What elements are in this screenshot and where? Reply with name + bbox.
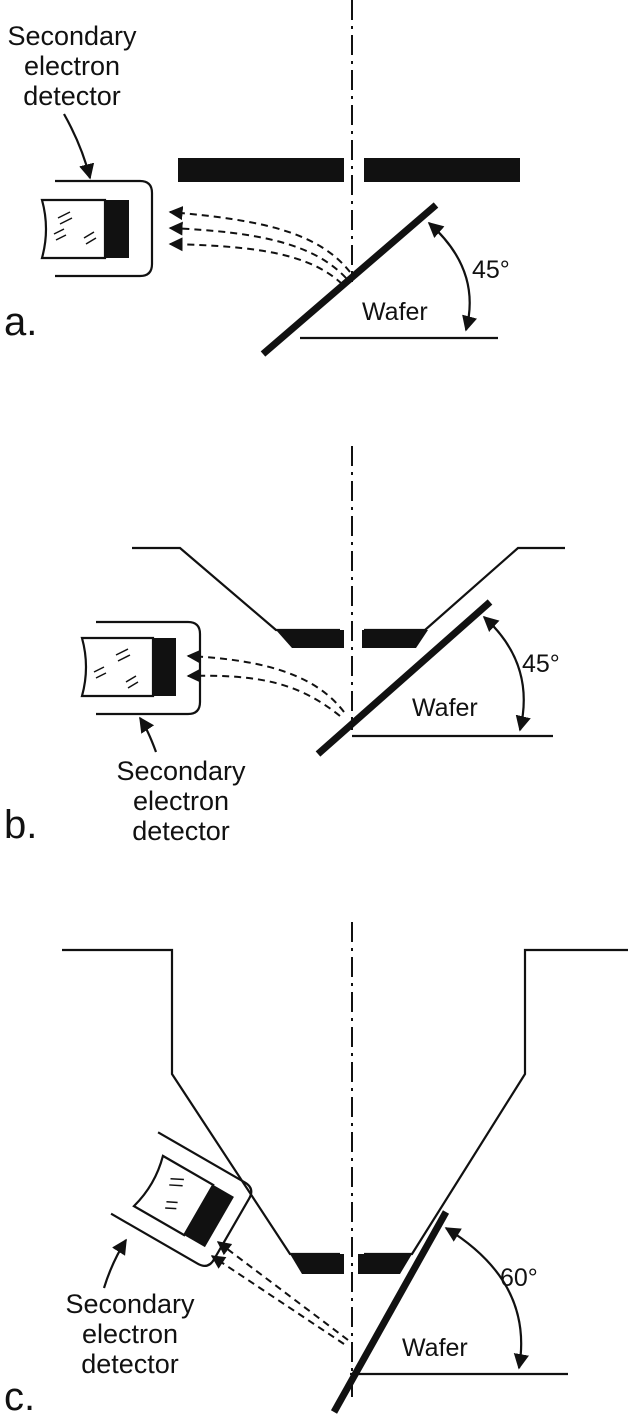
glass-mark — [93, 648, 139, 689]
panel-a: Secondary electron detector a. Wafer 45° — [4, 0, 520, 357]
detector-label-line: detector — [81, 1349, 179, 1379]
wafer-label: Wafer — [402, 1334, 468, 1362]
label-pointer — [102, 1238, 127, 1289]
angle-arc — [482, 615, 531, 732]
label-pointer — [139, 716, 158, 753]
scintillator — [105, 200, 129, 258]
lens-plate-left — [276, 630, 344, 648]
panel-b: Secondary electron detector b. Wafer 45° — [4, 446, 565, 847]
wafer-label: Wafer — [362, 298, 428, 326]
electron-path — [168, 206, 351, 273]
lens-plate-left — [290, 1254, 344, 1274]
angle-label: 45° — [522, 650, 560, 678]
wafer — [260, 202, 439, 357]
detector-label-line: Secondary — [7, 21, 137, 51]
panel-letter: c. — [4, 1375, 35, 1416]
angle-arc — [427, 221, 478, 332]
electron-path — [168, 237, 343, 285]
electron-path — [216, 1241, 349, 1341]
wafer-label: Wafer — [412, 694, 478, 722]
detector-label-line: detector — [23, 81, 121, 111]
detector-label-line: Secondary — [65, 1289, 195, 1319]
lens-plate-right — [362, 630, 428, 648]
detector-label-line: electron — [133, 786, 229, 816]
wafer — [330, 1210, 450, 1414]
detector-label-line: electron — [82, 1319, 178, 1349]
panel-c: Secondary electron detector c. Wafer 60° — [4, 922, 628, 1416]
wafer — [315, 599, 493, 757]
lens-plate-right — [358, 1254, 412, 1274]
electron-path — [186, 649, 345, 713]
secondary-electron-detector — [110, 1131, 253, 1267]
scintillator — [184, 1184, 234, 1248]
detector-housing — [110, 1131, 253, 1267]
electron-path — [186, 668, 341, 717]
detector-body — [40, 198, 107, 260]
detector-label-line: electron — [24, 51, 120, 81]
scintillator — [153, 638, 176, 696]
detector-body — [132, 1154, 215, 1237]
electron-path — [168, 221, 347, 279]
pole-piece-outline — [132, 546, 340, 632]
electron-path — [210, 1255, 345, 1345]
pole-piece-outline — [364, 546, 565, 632]
detector-housing — [55, 179, 154, 278]
angle-label: 45° — [472, 256, 510, 284]
detector-housing — [96, 620, 202, 716]
panel-letter: a. — [4, 300, 37, 344]
pole-piece-outline — [364, 948, 628, 1256]
secondary-electron-detector — [40, 179, 154, 278]
panel-letter: b. — [4, 803, 37, 847]
angle-arc — [444, 1227, 529, 1370]
detector-label-line: detector — [132, 816, 230, 846]
lens-plate-left — [178, 158, 344, 182]
angle-label: 60° — [500, 1264, 538, 1292]
glass-mark — [165, 1177, 184, 1210]
label-pointer — [63, 113, 95, 180]
detector-body — [80, 636, 155, 698]
detector-label-line: Secondary — [116, 756, 246, 786]
lens-plate-right — [364, 158, 520, 182]
glass-mark — [53, 211, 97, 245]
secondary-electron-detector — [80, 620, 202, 716]
